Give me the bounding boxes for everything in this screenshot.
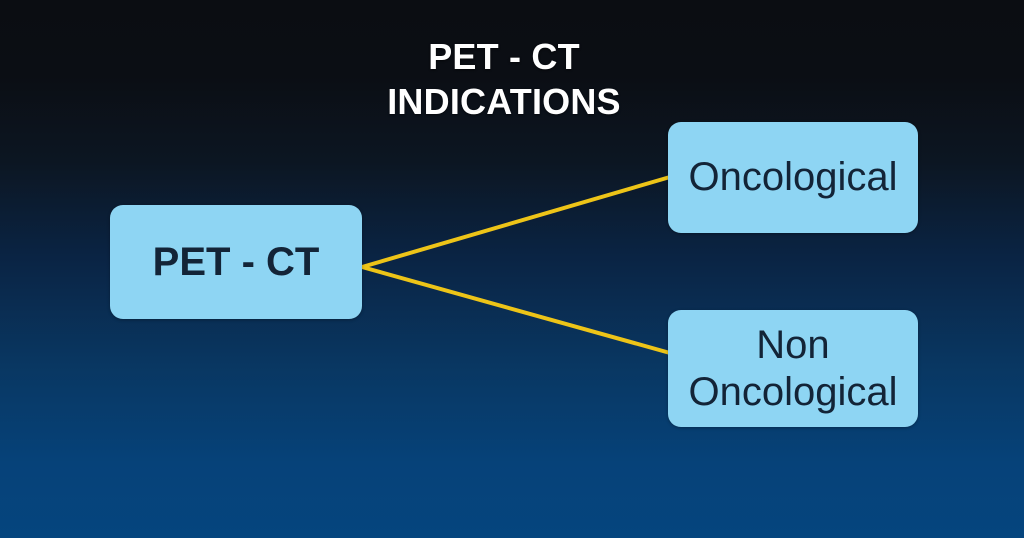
node-non-oncological-label-line-2: Oncological <box>688 369 898 414</box>
node-non-oncological[interactable]: Non Oncological <box>668 310 918 427</box>
node-oncological[interactable]: Oncological <box>668 122 918 233</box>
node-oncological-label: Oncological <box>688 155 898 199</box>
slide-title: PET - CT INDICATIONS <box>304 34 704 124</box>
node-non-oncological-label-line-1: Non <box>756 322 830 367</box>
connector-root-to-non-oncological <box>360 265 672 355</box>
node-pet-ct[interactable]: PET - CT <box>110 205 362 319</box>
slide-title-line-2: INDICATIONS <box>387 81 621 122</box>
node-non-oncological-label: Non Oncological <box>668 322 918 416</box>
node-pet-ct-label: PET - CT <box>152 239 320 284</box>
connector-root-to-oncological <box>360 175 672 269</box>
slide-title-line-1: PET - CT <box>428 36 580 77</box>
